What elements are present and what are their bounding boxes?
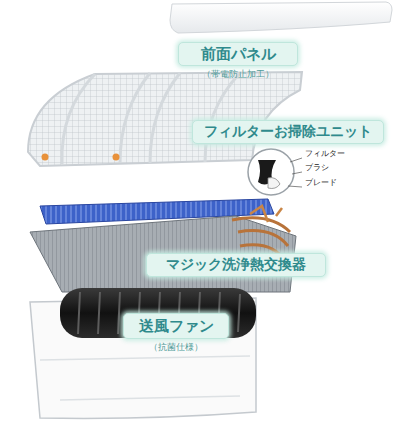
part-note: （抗菌仕様）	[124, 341, 228, 354]
part-name: フィルターお掃除ユニット	[204, 124, 372, 139]
callout-box: マジック洗浄熱交換器	[146, 253, 326, 277]
part-name: マジック洗浄熱交換器	[166, 257, 306, 272]
part-label: ブラシ	[305, 164, 329, 172]
part-name: 前面パネル	[201, 46, 276, 63]
part-label: フィルター	[305, 150, 345, 158]
part-note: （帯電防止加工）	[179, 68, 297, 81]
callout-box: 送風ファン（抗菌仕様）	[123, 313, 229, 339]
part-name: 送風ファン	[139, 318, 214, 335]
callout-box: フィルターお掃除ユニット	[192, 120, 384, 144]
callout-box: 前面パネル（帯電防止加工）	[178, 42, 298, 66]
part-label: ブレード	[305, 179, 337, 187]
